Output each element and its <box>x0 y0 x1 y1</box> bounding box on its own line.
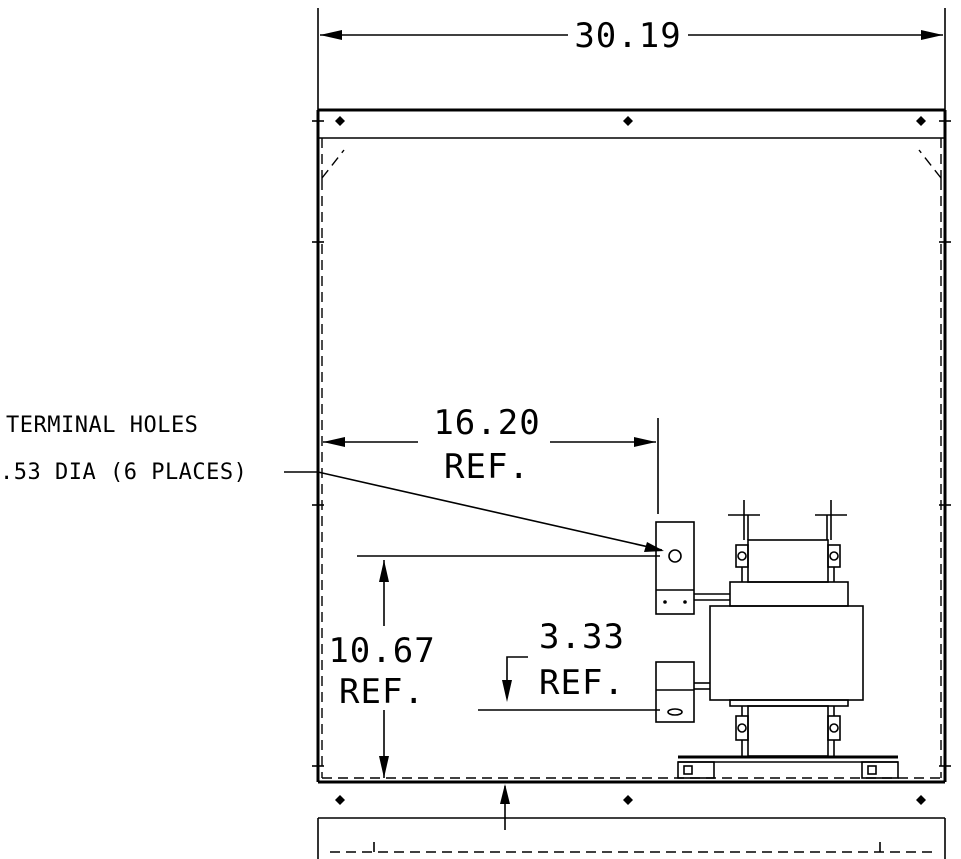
lower-terminal-label: 3.33 <box>539 617 625 657</box>
base-channel-left <box>677 761 715 779</box>
terminal-height-ref: REF. <box>339 672 425 712</box>
terminal-hole <box>668 549 682 563</box>
bottom-center-arrow <box>500 784 510 830</box>
terminal-holes-note: TERMINAL HOLES .53 DIA (6 PLACES) <box>0 413 664 552</box>
terminal-height-dimension: 10.67 REF. <box>328 555 660 778</box>
core-lower-yoke <box>729 699 849 707</box>
terminal-offset-dimension: 16.20 REF. <box>323 403 659 514</box>
lower-terminal-block <box>655 661 695 723</box>
upper-terminal-block <box>655 521 695 615</box>
mounting-hole-bottom-right <box>916 795 926 805</box>
arrowhead-down <box>502 680 512 702</box>
reactor-assembly <box>655 500 899 779</box>
lower-terminal-dimension: 3.33 REF. <box>478 617 660 711</box>
upper-coil <box>747 539 829 583</box>
lower-terminal-ref: REF. <box>539 663 625 703</box>
arrowhead-left <box>323 437 345 447</box>
arrowhead-right <box>921 30 943 40</box>
overall-width-label: 30.19 <box>574 16 681 56</box>
terminal-holes-spec: .53 DIA (6 PLACES) <box>0 460 247 485</box>
enclosure-outline <box>312 108 951 859</box>
terminal-offset-ref: REF. <box>444 447 530 487</box>
core-upper-yoke <box>729 581 849 607</box>
terminal-holes-title: TERMINAL HOLES <box>6 413 198 438</box>
terminal-height-label: 10.67 <box>328 631 435 671</box>
leader-arrowhead <box>644 542 664 552</box>
mounting-hole-bottom-center <box>623 795 633 805</box>
arrowhead-right <box>634 437 656 447</box>
base-channel-right <box>861 761 899 779</box>
terminal-offset-label: 16.20 <box>433 403 540 443</box>
mounting-hole-top-center <box>623 116 633 126</box>
mounting-holes <box>312 116 951 805</box>
arrowhead-up <box>500 784 510 804</box>
mounting-hole-top-left <box>335 116 345 126</box>
core-body <box>709 605 864 701</box>
mounting-hole-top-right <box>916 116 926 126</box>
lower-coil <box>747 705 829 757</box>
mounting-hole-bottom-left <box>335 795 345 805</box>
arrowhead-left <box>320 30 342 40</box>
overall-width-dimension: 30.19 <box>317 8 946 110</box>
arrowhead-up <box>379 560 389 582</box>
arrowhead-down <box>379 756 389 778</box>
terminal-hole <box>667 708 683 716</box>
